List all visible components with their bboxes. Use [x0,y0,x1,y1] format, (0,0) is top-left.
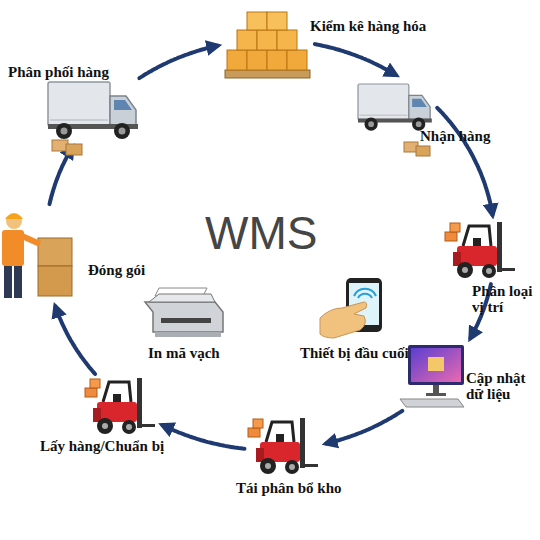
process-step: Cập nhật dữ liệu [400,345,466,407]
process-step: Phân loại vị trí [445,222,515,280]
process-step: Kiểm kê hàng hóa [225,12,310,80]
forklift-icon [248,418,318,474]
process-step: Tái phân bổ kho [248,418,320,476]
cycle-arrow [50,147,73,204]
icon-label: In mã vạch [148,345,220,361]
step-label: Phân loại vị trí [472,283,540,315]
step-label: Đóng gói [88,262,145,278]
icon-label: Thiết bị đầu cuối [300,345,409,361]
cardboard-boxes [404,142,430,156]
step-label: Nhận hàng [420,128,490,144]
step-label: Tái phân bổ kho [236,480,341,496]
cycle-arrow [437,108,492,215]
forklift-icon [85,378,155,434]
cardboard-boxes [52,140,82,155]
process-step: Phân phối hàng [48,82,140,140]
step-label: Kiểm kê hàng hóa [310,18,426,34]
step-label: Cập nhật dữ liệu [466,370,540,402]
step-label: Lấy hàng/Chuẩn bị [40,438,164,454]
process-step: Nhận hàng [358,82,433,140]
worker-packing [2,213,72,298]
delivery-truck [48,82,138,139]
cycle-arrow [326,411,402,444]
computer-icon [400,345,464,407]
center-title: WMS [205,208,317,258]
cycle-arrow [315,44,396,75]
inventory-boxes [225,12,310,78]
process-step: Đóng gói [0,208,82,300]
cycle-arrow [139,46,217,78]
forklift-icon [445,222,515,278]
process-step: Lấy hàng/Chuẩn bị [85,378,155,434]
printer-icon [145,288,223,337]
cycle-arrow [163,425,245,449]
tablet-hand [320,278,382,338]
cycle-arrow [55,307,95,374]
step-label: Phân phối hàng [8,64,109,80]
receiving-truck [358,84,432,131]
